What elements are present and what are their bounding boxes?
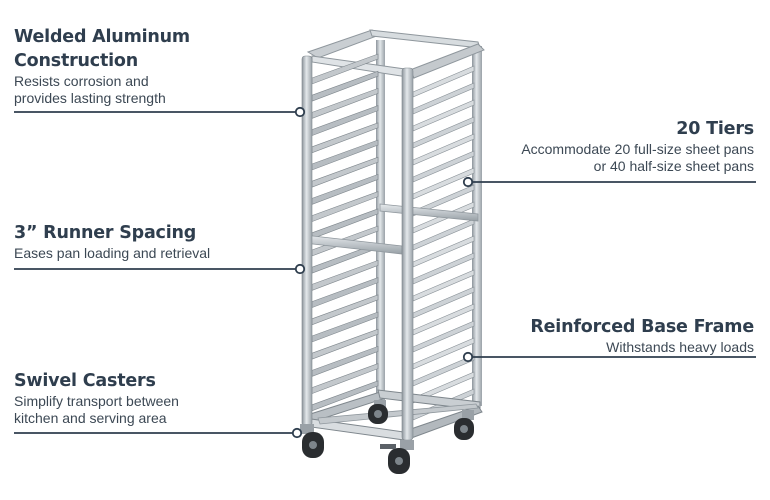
callout-title: Welded Aluminum	[14, 27, 190, 47]
callout-title: 20 Tiers	[676, 119, 754, 139]
top-frame	[306, 29, 485, 79]
right-runner	[412, 133, 475, 166]
callout-description: Simplify transport between	[14, 393, 179, 409]
casters-leader-dot	[291, 427, 303, 439]
callout-welded-construction: Welded Aluminum Construction Resists cor…	[14, 25, 190, 107]
callout-20-tiers: 20 Tiers Accommodate 20 full-size sheet …	[521, 117, 754, 175]
right-runner	[412, 252, 475, 285]
right-runner	[412, 235, 475, 268]
callout-description: Withstands heavy loads	[606, 339, 754, 355]
callout-description: Accommodate 20 full-size sheet pans	[521, 141, 754, 157]
right-runner	[412, 116, 475, 149]
callout-title: 3” Runner Spacing	[14, 223, 197, 243]
right-runner	[412, 269, 475, 302]
callout-swivel-casters: Swivel Casters Simplify transport betwee…	[14, 369, 179, 427]
swivel-casters	[300, 400, 474, 474]
right-runner	[412, 218, 475, 251]
right-runner	[412, 303, 475, 336]
callout-description: Eases pan loading and retrieval	[14, 245, 211, 261]
callout-description: or 40 half-size sheet pans	[593, 158, 754, 174]
right-runners	[412, 65, 475, 421]
callout-reinforced-base-frame: Reinforced Base Frame Withstands heavy l…	[530, 315, 754, 356]
back-posts	[376, 40, 482, 410]
callout-runner-spacing: 3” Runner Spacing Eases pan loading and …	[14, 221, 210, 262]
callout-title: Swivel Casters	[14, 371, 156, 391]
leader-lines	[14, 106, 756, 439]
base-leader-dot	[462, 351, 474, 363]
front-posts	[301, 55, 414, 441]
right-runner	[412, 82, 475, 115]
callout-title: Reinforced Base Frame	[530, 317, 754, 337]
left-runners	[311, 53, 379, 412]
callout-title: Construction	[14, 51, 139, 71]
welded-leader-dot	[294, 106, 306, 118]
right-runner	[412, 99, 475, 132]
callout-description: Resists corrosion and	[14, 73, 149, 89]
runner-leader-dot	[294, 263, 306, 275]
right-runner	[412, 320, 475, 353]
callout-description: kitchen and serving area	[14, 410, 167, 426]
right-runner	[412, 150, 475, 183]
tiers-leader-dot	[462, 176, 474, 188]
right-runner	[412, 286, 475, 319]
callout-description: provides lasting strength	[14, 90, 166, 106]
